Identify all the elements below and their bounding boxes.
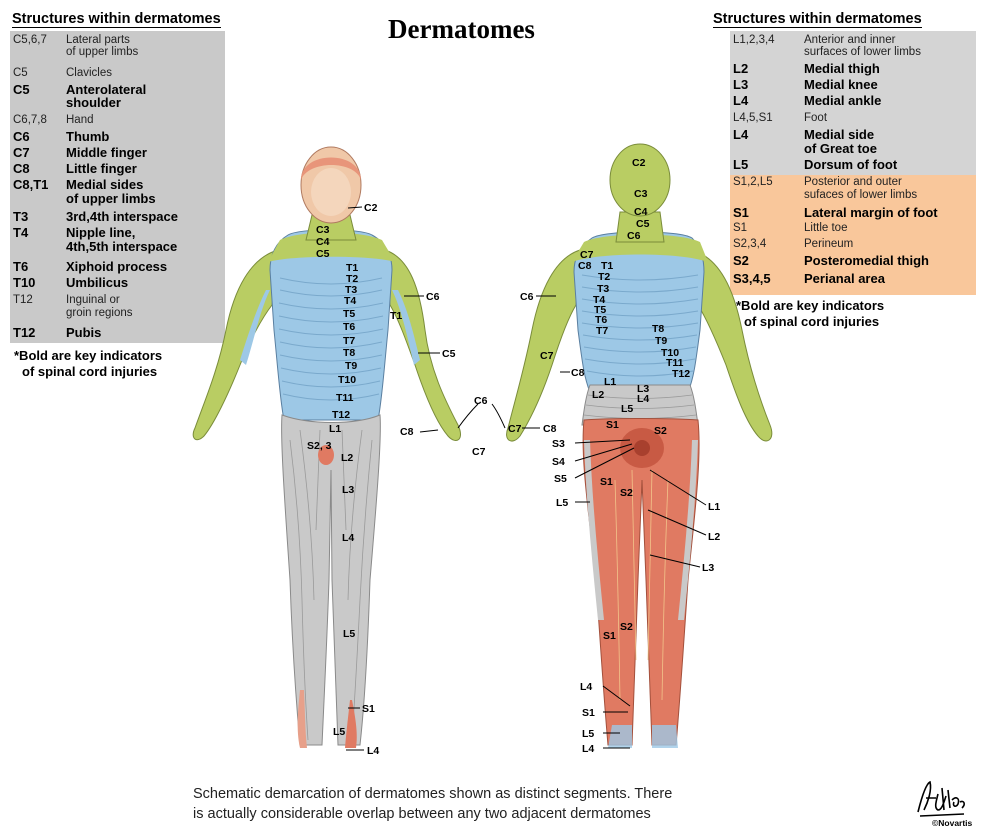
front-label-c5-arm: C5 (442, 348, 456, 360)
back-label-l2: L2 (592, 389, 604, 401)
front-label-l2: L2 (341, 452, 353, 464)
back-label-c6-arm: C6 (520, 291, 534, 303)
back-label-l5-foot: L5 (582, 728, 594, 740)
front-label-t6: T6 (343, 321, 355, 333)
back-label-s2: S2 (654, 425, 667, 437)
front-label-s23: S2, 3 (307, 440, 332, 452)
front-label-t1-arm: T1 (390, 310, 402, 322)
front-legs (282, 415, 381, 745)
back-label-c4: C4 (634, 206, 648, 218)
caption-line-2: is actually considerable overlap between… (193, 804, 672, 824)
back-feet (608, 725, 678, 748)
front-label-t4: T4 (344, 295, 356, 307)
front-right-arm (385, 250, 461, 440)
back-label-t9: T9 (655, 335, 667, 347)
back-label-c6: C6 (627, 230, 641, 242)
front-label-c3: C3 (316, 224, 330, 236)
back-label-l4: L4 (637, 393, 649, 405)
front-label-l4b: L4 (367, 745, 379, 757)
back-label-s1c: S1 (603, 630, 616, 642)
front-label-l3: L3 (342, 484, 354, 496)
back-label-s1: S1 (606, 419, 619, 431)
back-label-s1b: S1 (600, 476, 613, 488)
front-label-t8: T8 (343, 347, 355, 359)
back-label-s2b: S2 (620, 487, 633, 499)
front-label-c6-hand: C6 (474, 395, 488, 407)
back-label-t7: T7 (596, 325, 608, 337)
front-label-t10: T10 (338, 374, 356, 386)
front-label-l5a: L5 (343, 628, 355, 640)
front-label-l1: L1 (329, 423, 341, 435)
back-label-l1: L1 (604, 376, 616, 388)
back-label-l4-foot: L4 (580, 681, 592, 693)
back-label-s5: S5 (554, 473, 567, 485)
figure-caption: Schematic demarcation of dermatomes show… (193, 784, 672, 824)
back-left-arm (507, 250, 580, 441)
back-label-s3: S3 (552, 438, 565, 450)
front-label-c8-hand: C8 (400, 426, 414, 438)
back-perianal-center (634, 440, 650, 456)
back-label-c8: C8 (578, 260, 592, 272)
back-label-s2c: S2 (620, 621, 633, 633)
netter-signature (912, 776, 972, 820)
front-label-c6-arm: C6 (426, 291, 440, 303)
back-label-l3-leg: L3 (702, 562, 714, 574)
back-label-s1-foot: S1 (582, 707, 595, 719)
back-label-l5: L5 (621, 403, 633, 415)
front-label-l5b: L5 (333, 726, 345, 738)
front-label-c2: C2 (364, 202, 378, 214)
back-label-t8: T8 (652, 323, 664, 335)
caption-line-1: Schematic demarcation of dermatomes show… (193, 784, 672, 804)
front-label-t12: T12 (332, 409, 350, 421)
front-left-arm (193, 250, 278, 440)
back-label-l1-leg: L1 (708, 501, 720, 513)
front-label-t9: T9 (345, 360, 357, 372)
front-label-c5: C5 (316, 248, 330, 260)
back-label-c7-hand: C7 (508, 423, 522, 435)
front-label-c4: C4 (316, 236, 330, 248)
back-label-l2-leg: L2 (708, 531, 720, 543)
front-label-t5: T5 (343, 308, 355, 320)
front-label-l4: L4 (342, 532, 354, 544)
back-label-c5: C5 (636, 218, 650, 230)
back-label-l4-foot2: L4 (582, 743, 594, 755)
front-label-t7: T7 (343, 335, 355, 347)
back-label-l5-leg: L5 (556, 497, 568, 509)
back-label-c8-arm: C8 (571, 367, 585, 379)
back-label-t12: T12 (672, 368, 690, 380)
back-label-t2: T2 (598, 271, 610, 283)
front-face-c2 (311, 168, 351, 216)
back-label-c8-hand: C8 (543, 423, 557, 435)
front-label-t11: T11 (336, 392, 354, 404)
back-label-c2: C2 (632, 157, 646, 169)
front-label-c7-hand: C7 (472, 446, 486, 458)
front-label-s1: S1 (362, 703, 375, 715)
back-label-c3: C3 (634, 188, 648, 200)
back-label-c7-arm: C7 (540, 350, 554, 362)
copyright-text: ©Novartis (932, 818, 972, 828)
back-label-s4: S4 (552, 456, 565, 468)
